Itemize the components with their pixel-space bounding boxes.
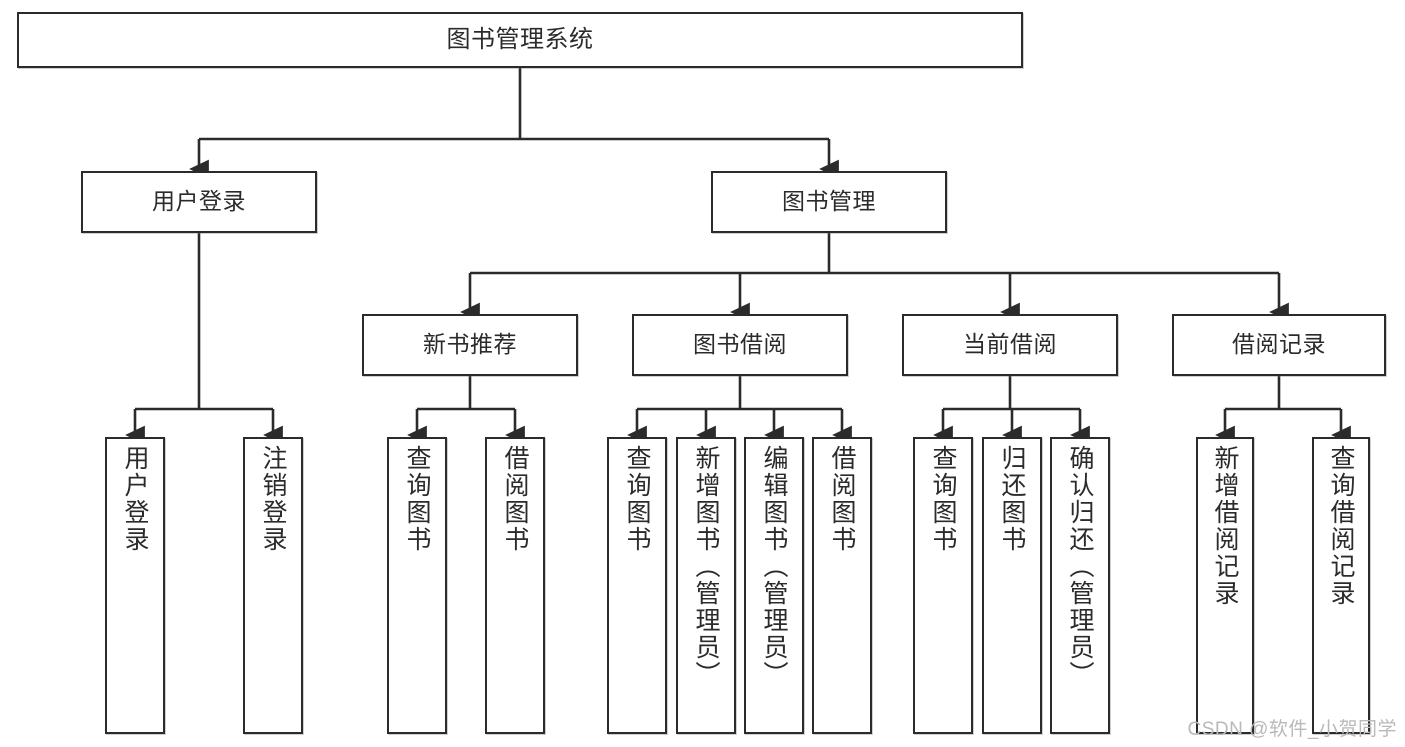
leaf-confirm-return-admin-label: 确认归还（管理员） [1066, 445, 1094, 688]
leaf-user-login[interactable]: 用户登录 [105, 437, 165, 734]
leaf-query-borrow-record[interactable]: 查询借阅记录 [1312, 437, 1370, 734]
leaf-borrow-books-recommend-label: 借阅图书 [501, 445, 529, 553]
leaf-query-books-recommend-label: 查询图书 [403, 445, 431, 553]
leaf-edit-book-admin-label: 编辑图书（管理员） [760, 445, 788, 688]
leaf-user-login-label: 用户登录 [121, 445, 149, 553]
leaf-return-book[interactable]: 归还图书 [982, 437, 1042, 734]
leaf-query-books-current[interactable]: 查询图书 [913, 437, 973, 734]
node-new-book-recommend-label: 新书推荐 [423, 331, 517, 358]
leaf-add-book-admin[interactable]: 新增图书（管理员） [676, 437, 736, 734]
leaf-user-logout[interactable]: 注销登录 [243, 437, 303, 734]
leaf-confirm-return-admin[interactable]: 确认归还（管理员） [1050, 437, 1110, 734]
leaf-add-book-admin-label: 新增图书（管理员） [692, 445, 720, 688]
leaf-edit-book-admin[interactable]: 编辑图书（管理员） [744, 437, 804, 734]
leaf-add-borrow-record[interactable]: 新增借阅记录 [1196, 437, 1254, 734]
node-book-borrow[interactable]: 图书借阅 [632, 314, 848, 376]
node-root-label: 图书管理系统 [446, 25, 594, 53]
leaf-query-books-current-label: 查询图书 [929, 445, 957, 553]
node-new-book-recommend[interactable]: 新书推荐 [362, 314, 578, 376]
leaf-return-book-label: 归还图书 [998, 445, 1026, 553]
node-root[interactable]: 图书管理系统 [17, 12, 1023, 68]
node-user-login[interactable]: 用户登录 [81, 171, 317, 233]
leaf-user-logout-label: 注销登录 [259, 445, 287, 553]
node-book-management[interactable]: 图书管理 [711, 171, 947, 233]
node-book-management-label: 图书管理 [782, 188, 876, 215]
node-borrow-records[interactable]: 借阅记录 [1172, 314, 1386, 376]
leaf-add-borrow-record-label: 新增借阅记录 [1211, 445, 1239, 607]
leaf-query-books-borrow[interactable]: 查询图书 [607, 437, 667, 734]
leaf-borrow-book[interactable]: 借阅图书 [812, 437, 872, 734]
node-current-borrow[interactable]: 当前借阅 [902, 314, 1118, 376]
node-borrow-records-label: 借阅记录 [1232, 331, 1326, 358]
leaf-query-borrow-record-label: 查询借阅记录 [1327, 445, 1355, 607]
watermark-text: CSDN @软件_小贺同学 [1187, 719, 1397, 740]
leaf-borrow-book-label: 借阅图书 [828, 445, 856, 553]
leaf-borrow-books-recommend[interactable]: 借阅图书 [485, 437, 545, 734]
node-user-login-label: 用户登录 [152, 188, 246, 215]
node-book-borrow-label: 图书借阅 [693, 331, 787, 358]
leaf-query-books-recommend[interactable]: 查询图书 [387, 437, 447, 734]
node-current-borrow-label: 当前借阅 [963, 331, 1057, 358]
leaf-query-books-borrow-label: 查询图书 [623, 445, 651, 553]
